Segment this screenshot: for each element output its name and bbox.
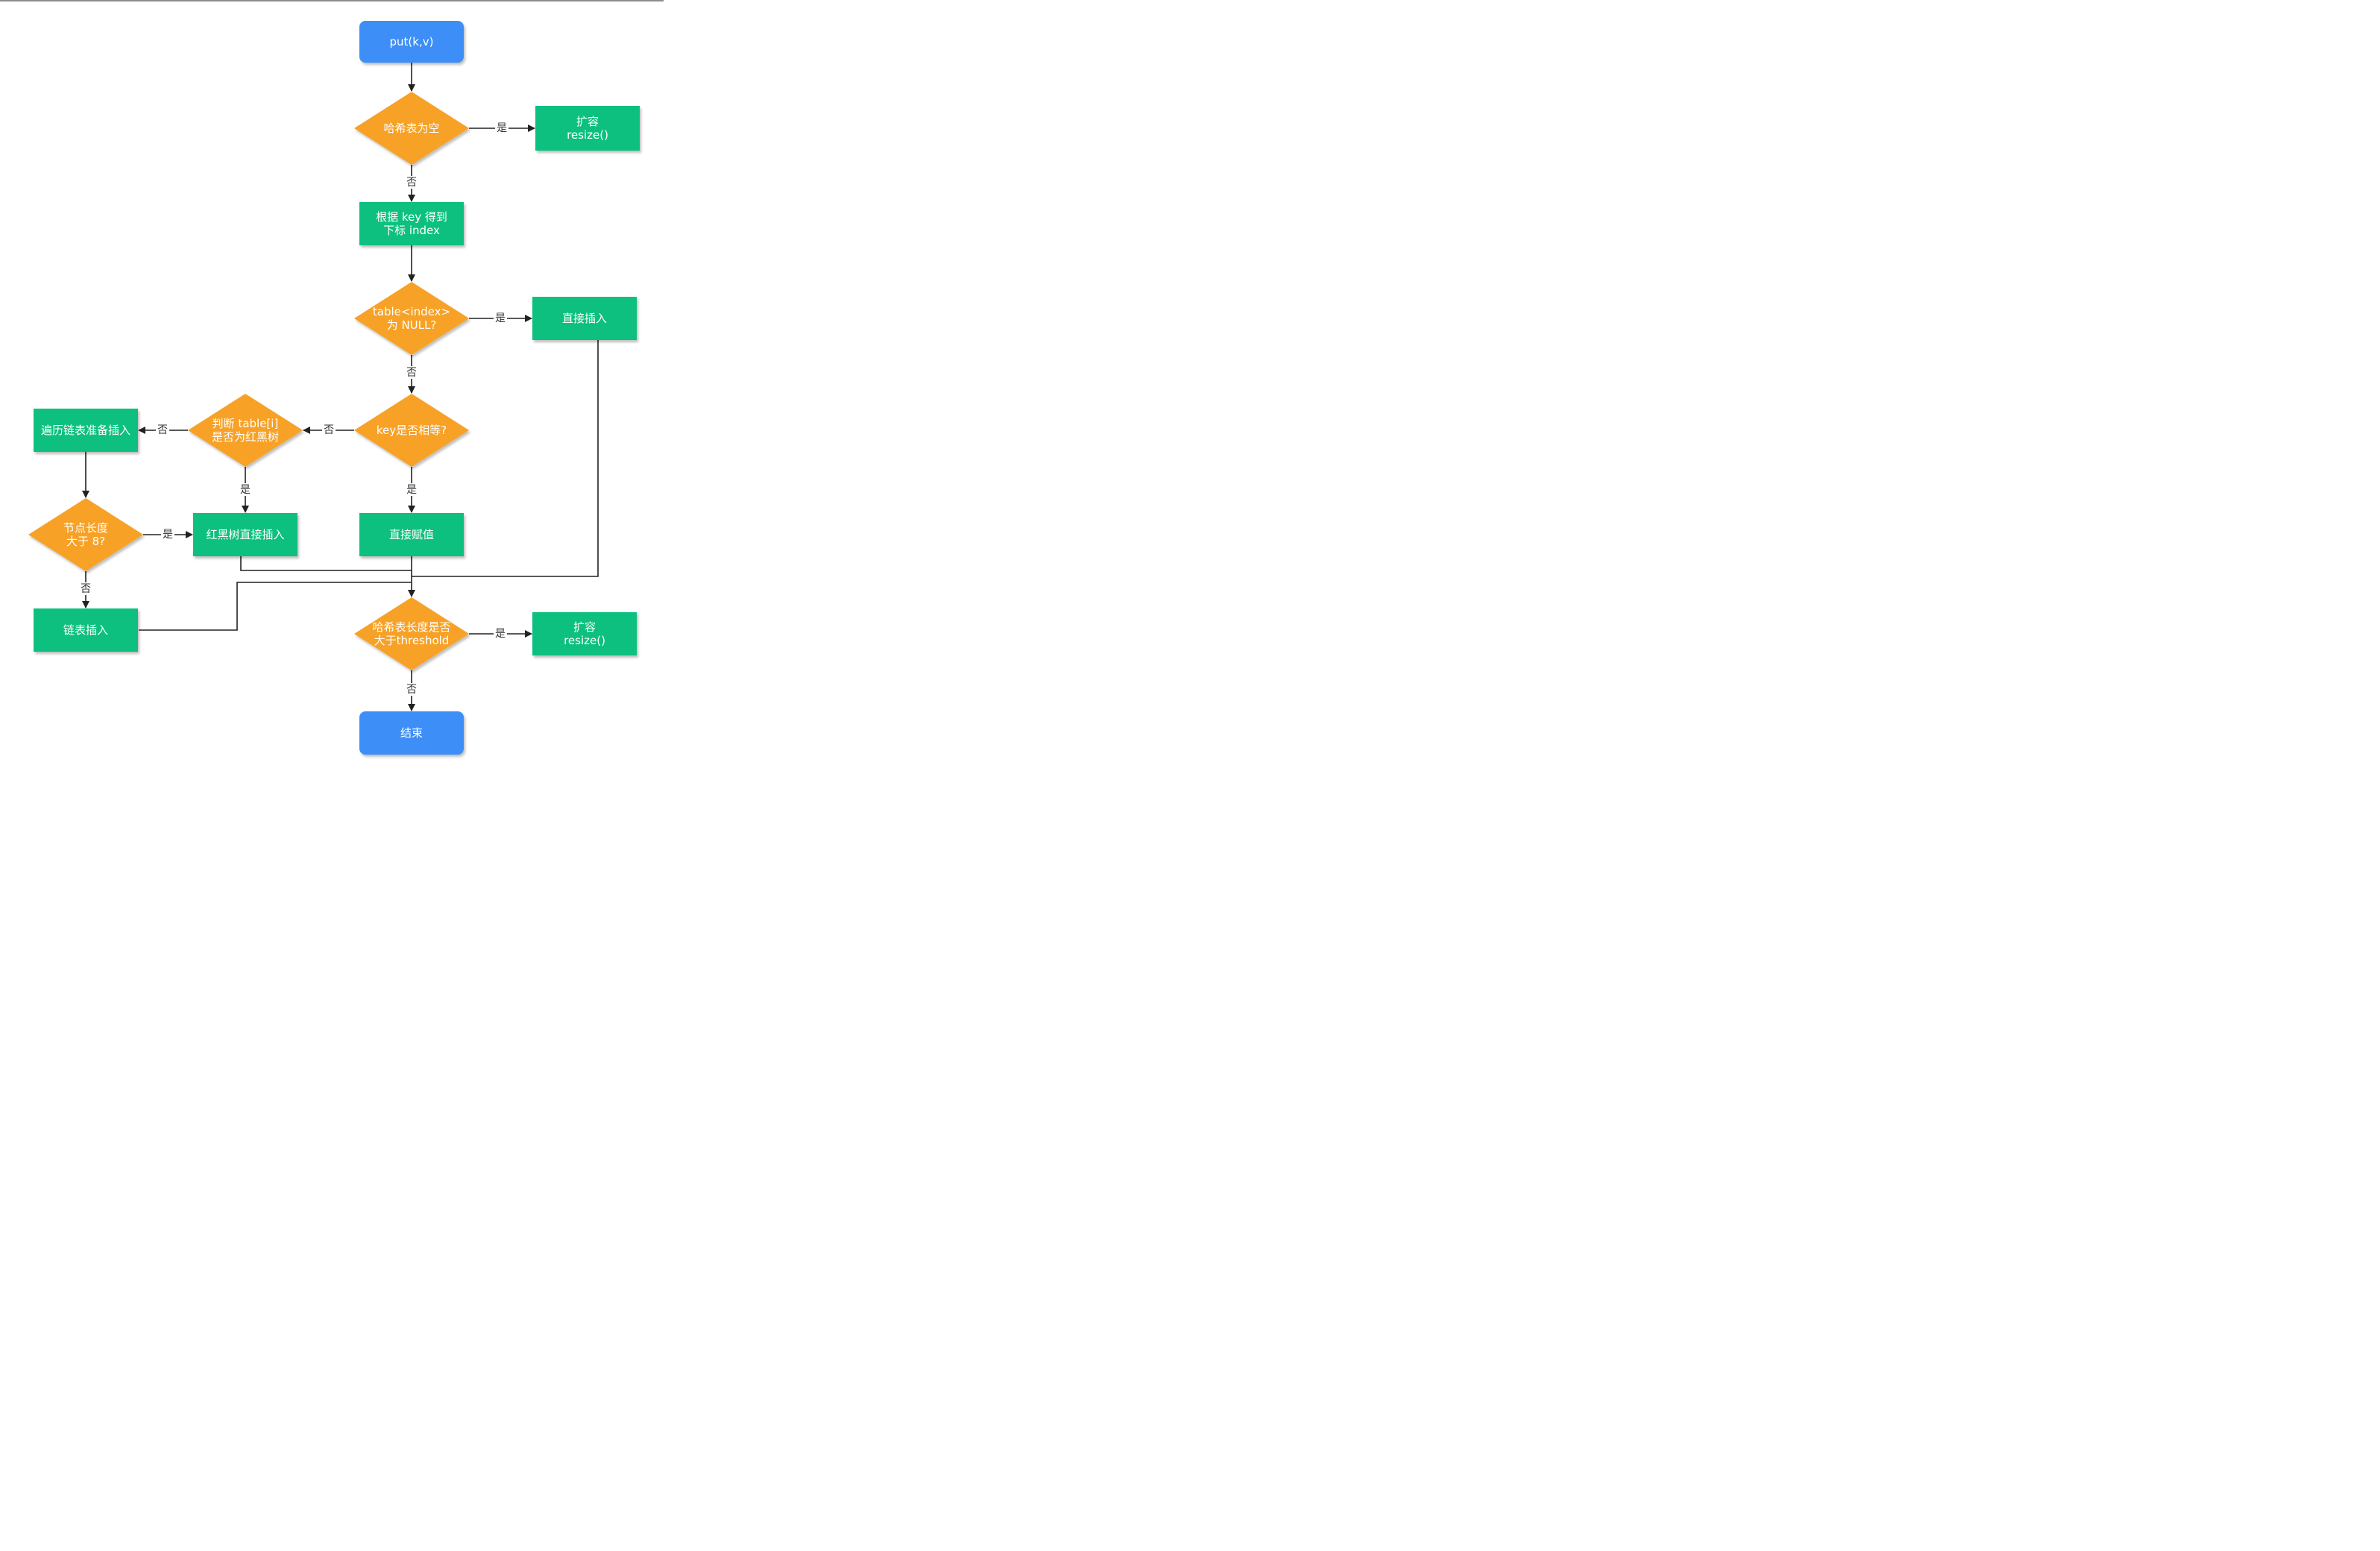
process-box (193, 513, 298, 556)
process-box (359, 513, 464, 556)
edge-label-no: 否 (157, 424, 168, 436)
edge-label-bg (322, 424, 336, 436)
node-end: 结束 (359, 711, 464, 755)
edge-label-no: 否 (81, 583, 91, 595)
process-box (359, 202, 464, 245)
edge-label-yes: 是 (495, 312, 506, 324)
node-label: resize() (564, 634, 605, 647)
node-is-empty: 哈希表为空 (354, 92, 469, 165)
decision-diamond (354, 394, 469, 467)
process-box (34, 409, 138, 452)
edge-label-bg (405, 483, 418, 496)
process-box (532, 612, 637, 655)
node-label: 红黑树直接插入 (206, 528, 284, 541)
edge-label-yes: 是 (406, 484, 417, 496)
node-label: 扩容 (573, 620, 596, 634)
terminal-box (359, 21, 464, 63)
node-label: put(k,v) (390, 35, 434, 48)
terminal-box (359, 711, 464, 755)
decision-diamond (354, 597, 469, 670)
node-start: put(k,v) (359, 21, 464, 63)
node-label: table<index> (373, 305, 450, 318)
process-box (535, 106, 640, 151)
node-label: 哈希表长度是否 (372, 620, 450, 634)
node-is-null: table<index>为 NULL? (354, 282, 469, 355)
edge-label-bg (405, 366, 418, 379)
process-box (532, 297, 637, 340)
node-label: 判断 table[i] (212, 417, 279, 430)
edge-label-no: 否 (406, 367, 417, 379)
node-key-equal: key是否相等? (354, 394, 469, 467)
edge-label-no: 否 (324, 424, 334, 436)
edge-label-bg (495, 122, 509, 134)
edge-label-bg (156, 424, 169, 436)
node-list-insert: 链表插入 (34, 608, 138, 652)
decision-diamond (28, 498, 143, 571)
edge-label-bg (405, 176, 418, 189)
node-label: 根据 key 得到 (376, 210, 447, 224)
node-label: 直接赋值 (389, 528, 434, 541)
node-traverse: 遍历链表准备插入 (34, 409, 138, 452)
node-label: 遍历链表准备插入 (41, 424, 130, 437)
process-box (34, 608, 138, 652)
edge-label-bg (494, 627, 507, 640)
edge-tree-insert-to-merge (240, 556, 412, 571)
node-label: 为 NULL? (387, 318, 437, 332)
node-label: resize() (567, 128, 608, 142)
edge-label-yes: 是 (240, 484, 251, 496)
edge-direct-insert-to-merge (412, 340, 599, 577)
node-label: 链表插入 (63, 623, 108, 637)
edge-label-yes: 是 (163, 529, 173, 541)
node-label: key是否相等? (377, 424, 447, 437)
node-label: 直接插入 (562, 312, 607, 325)
top-border-line (0, 0, 664, 1)
node-label: 大于threshold (374, 634, 450, 647)
node-label: 是否为红黑树 (212, 430, 279, 444)
edge-label-no: 否 (406, 177, 417, 189)
edge-label-bg (494, 312, 507, 324)
edge-label-yes: 是 (497, 122, 507, 134)
node-label: 节点长度 (63, 521, 108, 535)
decision-diamond (188, 394, 303, 467)
decision-diamond (354, 282, 469, 355)
node-label: 扩容 (576, 115, 599, 128)
edge-label-bg (79, 582, 92, 595)
node-direct-assign: 直接赋值 (359, 513, 464, 556)
edge-label-bg (239, 483, 252, 496)
edge-label-bg (405, 683, 418, 696)
node-label: 大于 8? (66, 535, 105, 548)
node-label: 结束 (400, 726, 423, 740)
node-direct-insert: 直接插入 (532, 297, 637, 340)
decision-diamond (354, 92, 469, 165)
edge-label-bg (161, 528, 174, 541)
node-is-tree: 判断 table[i]是否为红黑树 (188, 394, 303, 467)
node-tree-insert: 红黑树直接插入 (193, 513, 298, 556)
edge-list-insert-to-merge (139, 582, 412, 631)
node-label: 下标 index (383, 224, 440, 237)
edge-label-yes: 是 (495, 628, 506, 640)
edge-label-no: 否 (406, 684, 417, 696)
node-label: 哈希表为空 (383, 122, 439, 135)
